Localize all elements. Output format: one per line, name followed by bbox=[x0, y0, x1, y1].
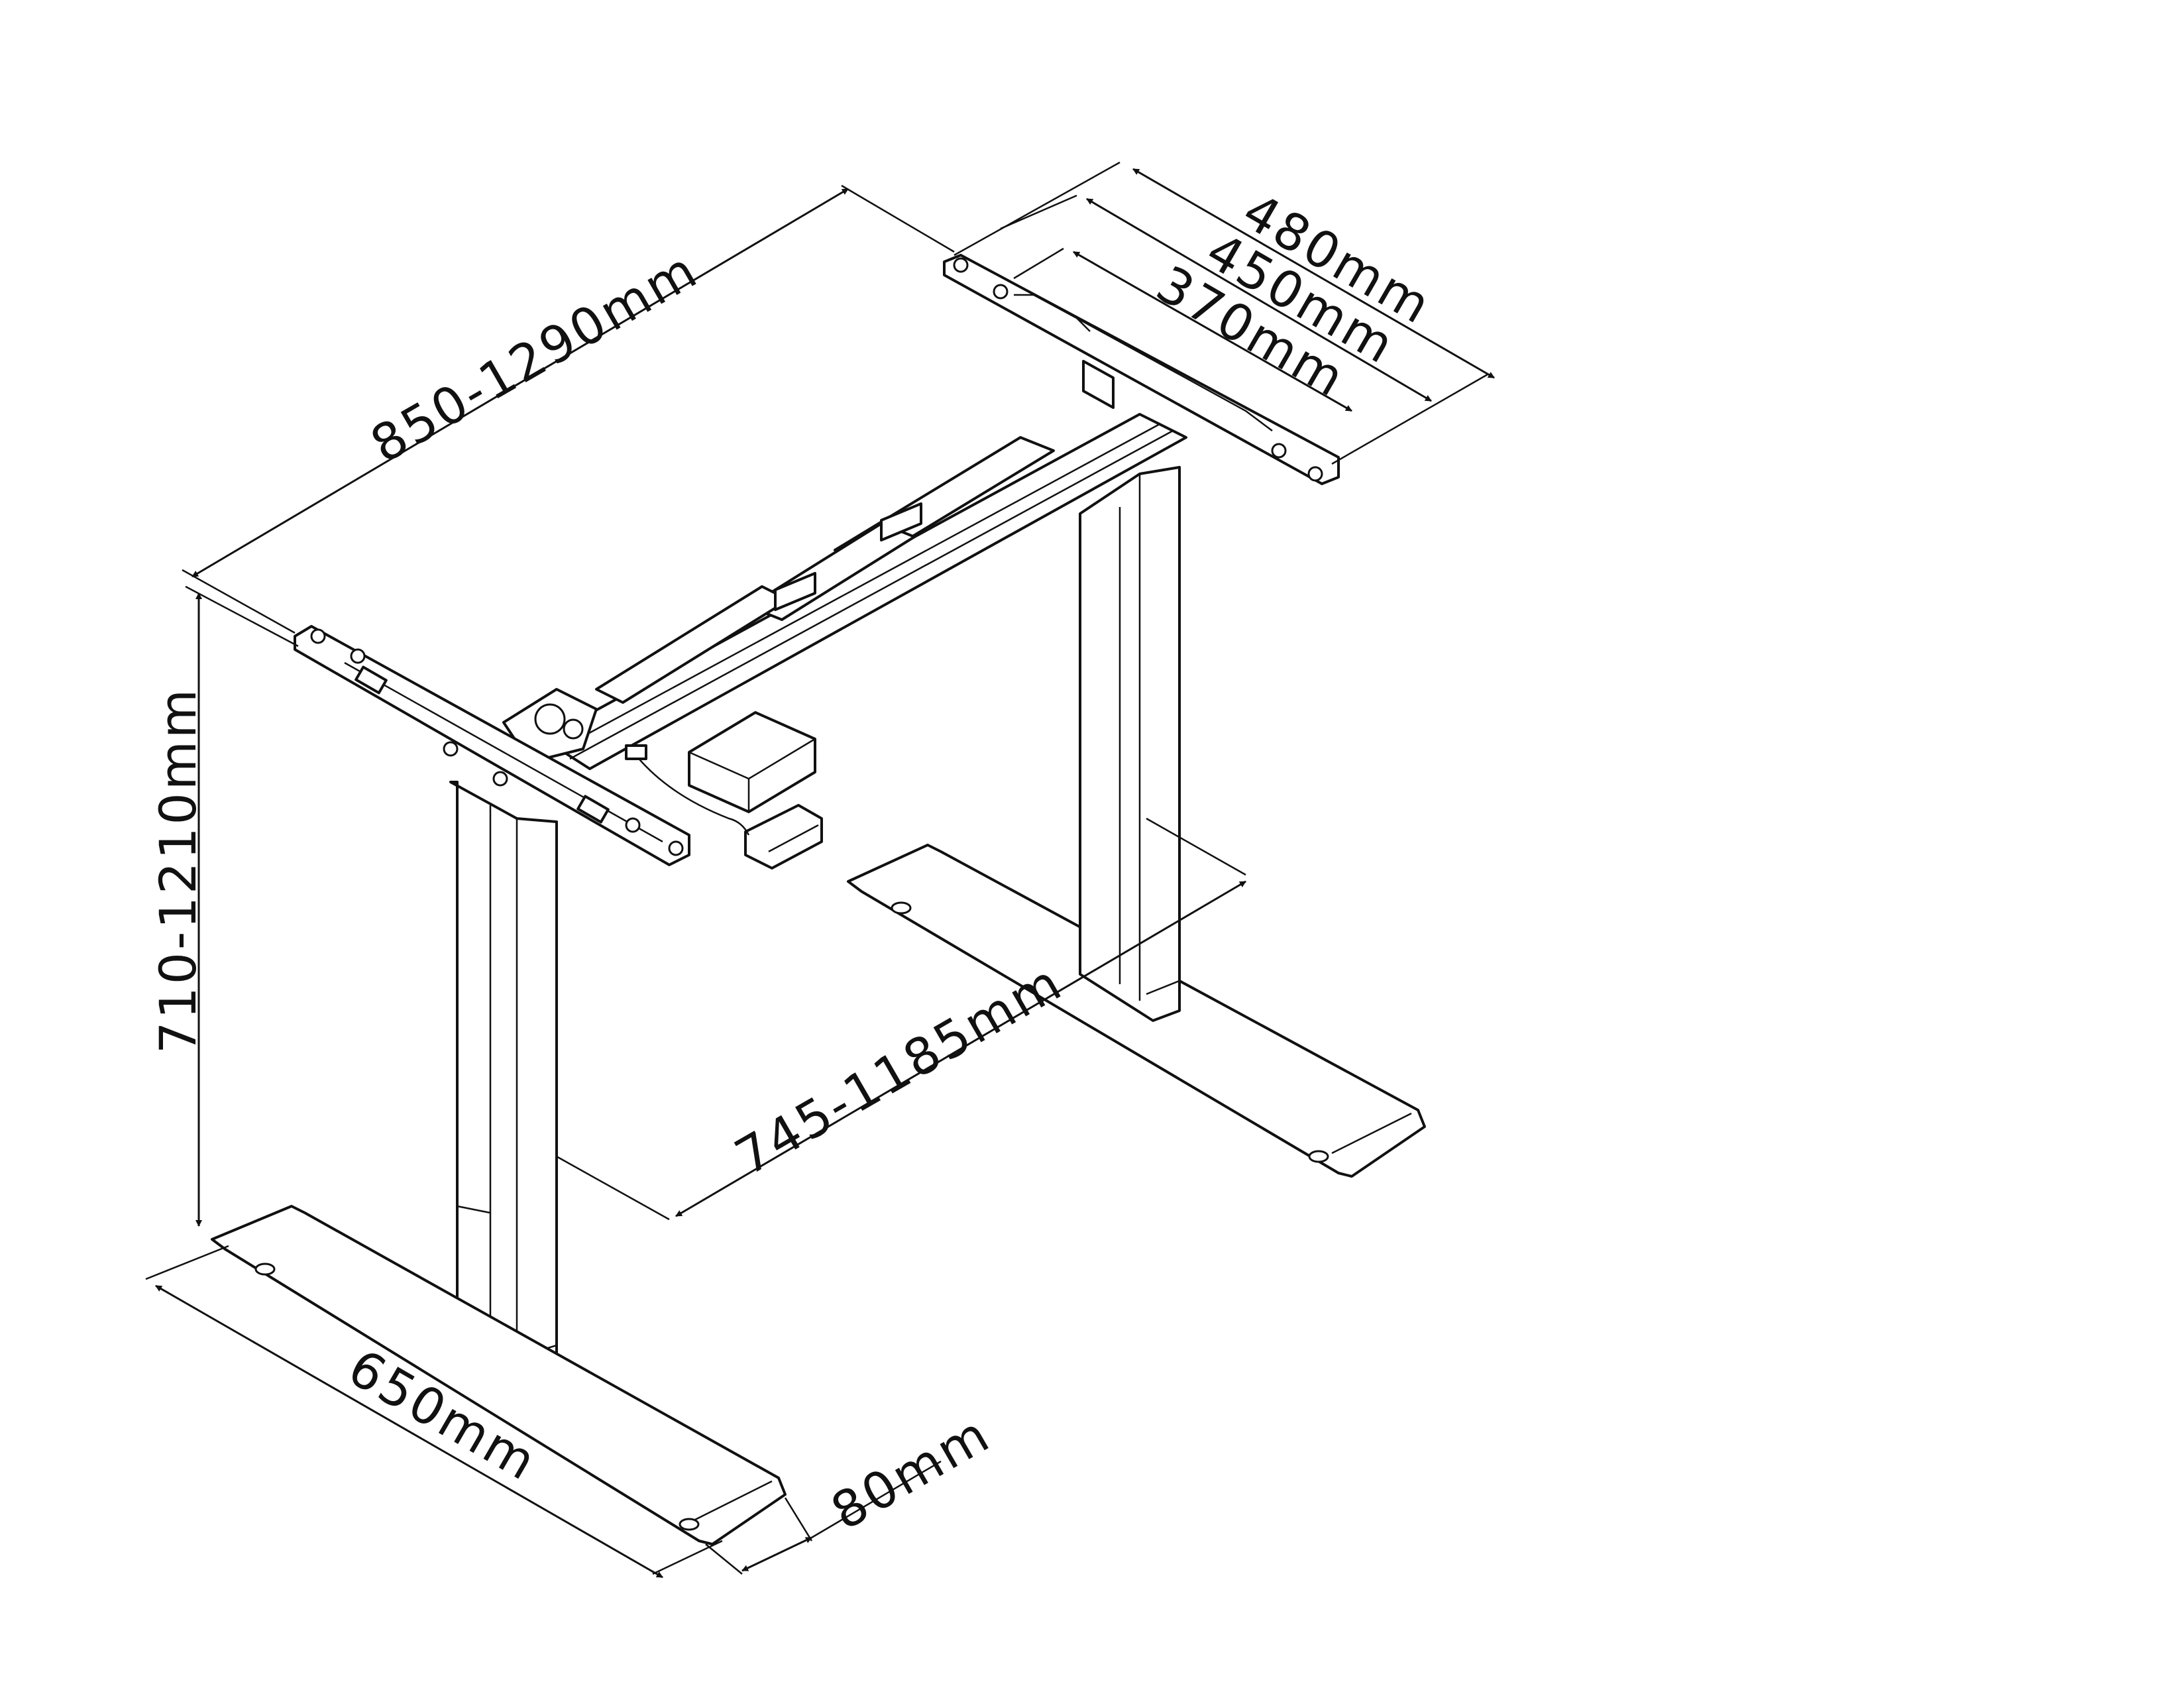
crossbar bbox=[542, 413, 1187, 770]
dim-label-foot-width: 80mm bbox=[822, 1404, 1001, 1541]
control-box bbox=[688, 711, 816, 813]
left-column bbox=[449, 781, 558, 1377]
dim-label-height: 710-1210mm bbox=[148, 687, 207, 1054]
dimension-labels: 850-1290mm 710-1210mm 745-1185mm 480mm 4… bbox=[148, 182, 1443, 1542]
dim-label-crossbar-span: 745-1185mm bbox=[726, 952, 1073, 1187]
dim-label-frame-width: 850-1290mm bbox=[361, 240, 708, 475]
handset bbox=[744, 804, 823, 870]
dimension-lines bbox=[145, 161, 1495, 1579]
right-column bbox=[1079, 466, 1181, 1022]
